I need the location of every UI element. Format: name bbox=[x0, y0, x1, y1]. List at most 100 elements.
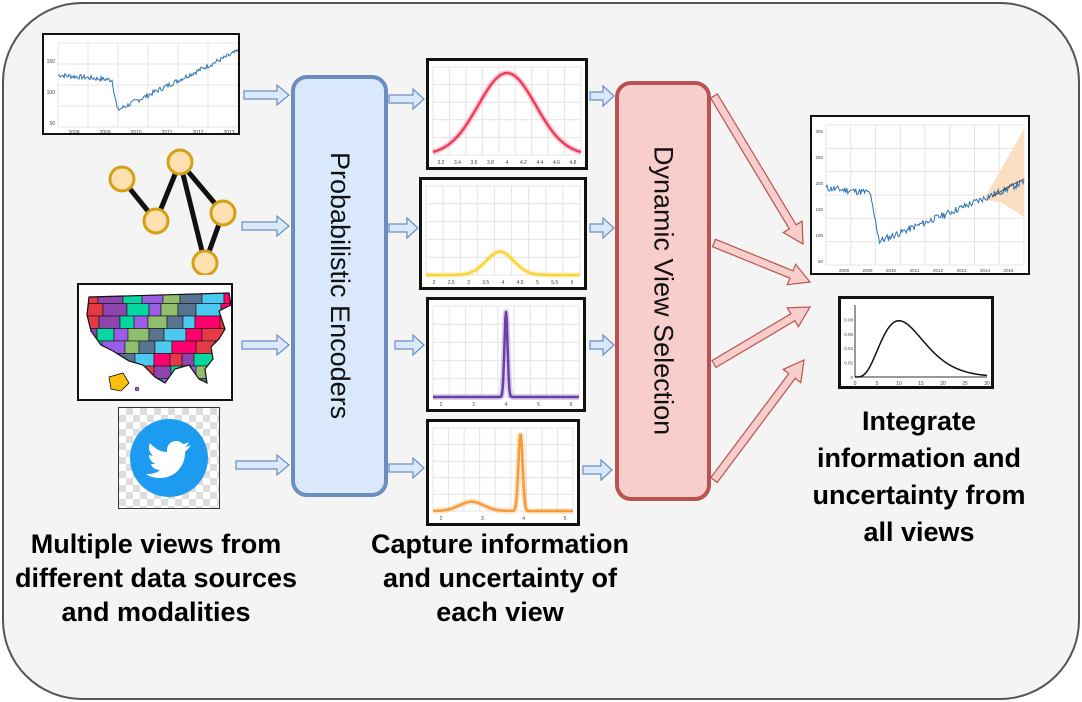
map-state bbox=[124, 340, 140, 354]
x-tick-label: 5 bbox=[537, 402, 540, 408]
map-state bbox=[227, 340, 231, 354]
graph-node bbox=[142, 207, 170, 235]
x-tick-label: 4 bbox=[506, 160, 509, 166]
x-tick-label: 5 bbox=[536, 280, 539, 286]
graph-view bbox=[100, 140, 245, 277]
x-tick-label: 2.5 bbox=[448, 280, 455, 286]
integrate-caption-line-3: uncertainty from bbox=[812, 480, 1026, 510]
inputs-caption-line-1: Multiple views from bbox=[30, 529, 282, 559]
x-tick-label: 2010 bbox=[130, 130, 141, 135]
map-state bbox=[169, 353, 183, 367]
curve-glow bbox=[430, 431, 576, 514]
map-hawaii bbox=[134, 386, 140, 392]
map-state bbox=[102, 353, 119, 367]
graph-node bbox=[166, 148, 194, 176]
map-state bbox=[147, 315, 168, 329]
map-state bbox=[133, 315, 149, 329]
x-tick-label: 2 bbox=[433, 280, 436, 286]
map-state bbox=[215, 353, 231, 367]
map-state bbox=[161, 378, 185, 383]
distribution-curve bbox=[432, 433, 574, 513]
x-tick-label: 3.6 bbox=[471, 160, 478, 166]
capture-caption-line-3: each view bbox=[436, 597, 564, 627]
map-state bbox=[154, 340, 173, 354]
map-state bbox=[166, 315, 184, 329]
x-tick-label: 3.4 bbox=[454, 160, 461, 166]
inputs-caption-line-2: different data sources bbox=[14, 563, 298, 593]
y-tick-label: 300 bbox=[815, 129, 823, 134]
integrate-caption: Integrate information and uncertainty fr… bbox=[778, 403, 1060, 551]
capture-caption: Capture information and uncertainty of e… bbox=[345, 527, 655, 629]
graph-node bbox=[108, 165, 136, 193]
y-tick-label: 50 bbox=[818, 259, 824, 264]
x-tick-label: 4 bbox=[502, 280, 505, 286]
y-tick-label: 50 bbox=[49, 121, 55, 127]
inputs-caption: Multiple views from different data sourc… bbox=[0, 527, 312, 629]
map-state bbox=[98, 315, 121, 329]
graph-network-icon bbox=[108, 148, 237, 277]
map-state bbox=[102, 303, 128, 317]
x-tick-label: 2 bbox=[440, 402, 443, 408]
x-tick-label: 5 bbox=[876, 381, 879, 386]
map-state bbox=[217, 365, 231, 379]
map-state bbox=[195, 365, 219, 379]
map-state bbox=[148, 303, 162, 317]
twitter-view bbox=[118, 407, 220, 509]
map-state bbox=[195, 303, 222, 317]
distribution-curve bbox=[425, 250, 581, 277]
map-state bbox=[177, 303, 197, 317]
x-tick-label: 2 bbox=[440, 516, 443, 522]
x-tick-label: 2015 bbox=[1003, 268, 1014, 273]
integrate-caption-line-1: Integrate bbox=[861, 406, 977, 436]
x-tick-label: 3.2 bbox=[438, 160, 445, 166]
map-state bbox=[138, 340, 156, 354]
graph-node bbox=[209, 199, 237, 227]
map-state bbox=[194, 315, 221, 329]
capture-caption-line-2: and uncertainty of bbox=[382, 563, 618, 593]
x-tick-label: 2011 bbox=[162, 130, 173, 135]
map-state bbox=[87, 378, 98, 383]
map-alaska bbox=[108, 372, 130, 392]
map-state bbox=[201, 378, 218, 383]
x-tick-label: 10 bbox=[896, 381, 902, 386]
distribution-curve bbox=[432, 310, 580, 399]
map-state bbox=[171, 340, 197, 354]
map-state bbox=[87, 365, 110, 379]
x-tick-label: 2010 bbox=[886, 268, 897, 273]
map-state bbox=[113, 328, 129, 342]
forecast-series-line bbox=[825, 180, 1025, 245]
map-state bbox=[87, 353, 104, 367]
x-tick-label: 2009 bbox=[99, 130, 110, 135]
map-state bbox=[153, 353, 171, 367]
map-state bbox=[182, 315, 196, 329]
x-tick-label: 20 bbox=[940, 381, 946, 386]
stock-series-line bbox=[57, 48, 238, 112]
graph-node bbox=[191, 249, 219, 277]
x-tick-label: 3.8 bbox=[487, 160, 494, 166]
density-curve-line bbox=[855, 319, 988, 378]
x-tick-label: 4.6 bbox=[553, 160, 560, 166]
map-state bbox=[179, 293, 203, 304]
uncertainty-band bbox=[984, 129, 1024, 217]
x-tick-label: 2008 bbox=[68, 130, 79, 135]
x-tick-label: 4.4 bbox=[537, 160, 544, 166]
y-tick-label: 100 bbox=[47, 90, 56, 96]
x-tick-label: 2008 bbox=[839, 268, 850, 273]
y-tick-label: 150 bbox=[815, 207, 823, 212]
x-tick-label: 3.5 bbox=[482, 280, 489, 286]
map-state bbox=[148, 328, 165, 342]
integrate-caption-line-2: information and bbox=[817, 443, 1021, 473]
map-state bbox=[223, 293, 231, 304]
x-tick-label: 3 bbox=[481, 516, 484, 522]
